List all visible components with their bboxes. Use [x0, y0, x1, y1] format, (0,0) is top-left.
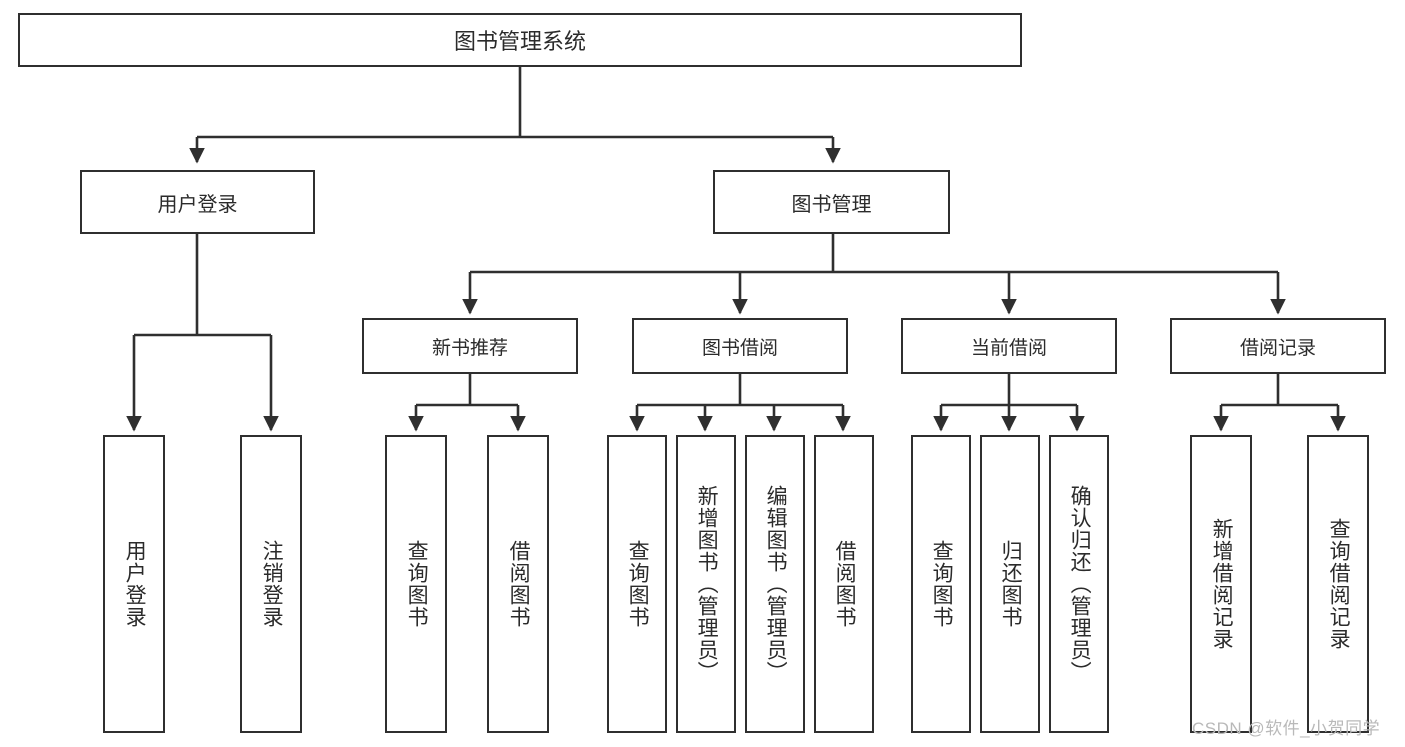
node-user-login[interactable]: 用户登录 [80, 170, 315, 234]
node-borrow-record[interactable]: 借阅记录 [1170, 318, 1386, 374]
leaf-label: 查询借阅记录 [1327, 518, 1351, 650]
leaf-book-borrow-query[interactable]: 查询图书 [607, 435, 667, 733]
leaf-label: 用户登录 [123, 540, 147, 628]
leaf-label: 查询图书 [626, 540, 650, 628]
leaf-label: 借阅图书 [833, 540, 857, 628]
node-label: 借阅记录 [1239, 337, 1316, 359]
leaf-label: 编辑图书（管理员） [764, 485, 788, 683]
leaf-new-book-borrow[interactable]: 借阅图书 [487, 435, 549, 733]
leaf-label: 借阅图书 [507, 540, 531, 628]
node-new-book-recommend[interactable]: 新书推荐 [362, 318, 578, 374]
watermark-text: CSDN @软件_小贺同学 [1192, 719, 1381, 738]
leaf-borrow-record-add[interactable]: 新增借阅记录 [1190, 435, 1252, 733]
node-book-borrow[interactable]: 图书借阅 [632, 318, 848, 374]
node-label: 当前借阅 [970, 337, 1047, 359]
node-label: 新书推荐 [431, 337, 508, 359]
leaf-label: 查询图书 [405, 540, 429, 628]
node-root-system[interactable]: 图书管理系统 [18, 13, 1022, 67]
node-current-borrow[interactable]: 当前借阅 [901, 318, 1117, 374]
leaf-current-borrow-confirm-return[interactable]: 确认归还（管理员） [1049, 435, 1109, 733]
leaf-user-login-login[interactable]: 用户登录 [103, 435, 165, 733]
leaf-current-borrow-query[interactable]: 查询图书 [911, 435, 971, 733]
leaf-label: 新增图书（管理员） [695, 485, 719, 683]
leaf-book-borrow-edit[interactable]: 编辑图书（管理员） [745, 435, 805, 733]
leaf-label: 归还图书 [999, 540, 1023, 628]
leaf-borrow-record-query[interactable]: 查询借阅记录 [1307, 435, 1369, 733]
node-label: 图书管理 [791, 193, 872, 216]
leaf-book-borrow-add[interactable]: 新增图书（管理员） [676, 435, 736, 733]
leaf-label: 新增借阅记录 [1210, 518, 1234, 650]
leaf-user-login-logout[interactable]: 注销登录 [240, 435, 302, 733]
node-book-management[interactable]: 图书管理 [713, 170, 950, 234]
node-label: 图书借阅 [701, 337, 778, 359]
node-label: 图书管理系统 [453, 29, 586, 54]
leaf-new-book-query[interactable]: 查询图书 [385, 435, 447, 733]
leaf-label: 确认归还（管理员） [1068, 485, 1092, 683]
leaf-current-borrow-return[interactable]: 归还图书 [980, 435, 1040, 733]
node-label: 用户登录 [157, 193, 238, 216]
leaf-label: 查询图书 [930, 540, 954, 628]
leaf-label: 注销登录 [260, 540, 284, 628]
leaf-book-borrow-borrow[interactable]: 借阅图书 [814, 435, 874, 733]
